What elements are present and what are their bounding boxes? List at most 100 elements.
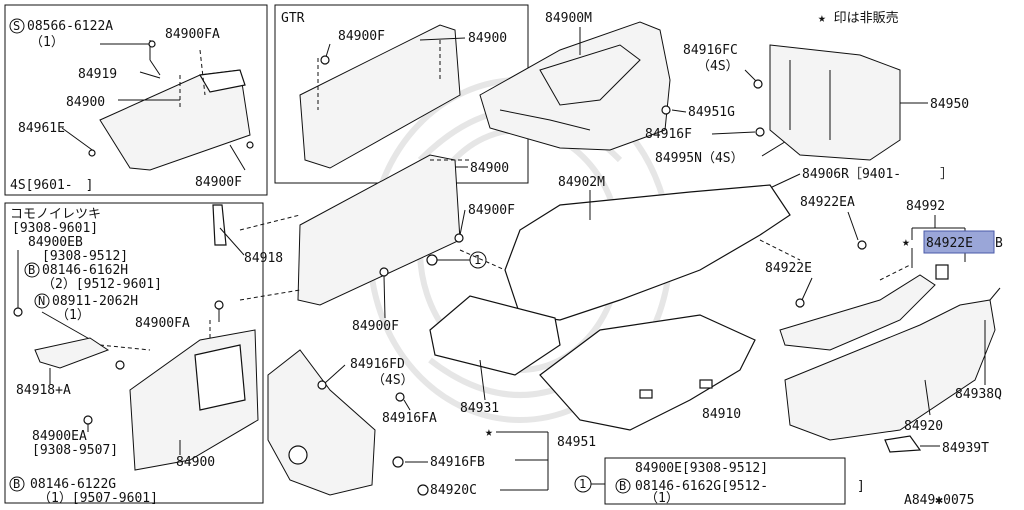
highlight-84922E — [923, 230, 995, 254]
mat-84910-panel — [539, 314, 756, 431]
legend-circled-b-icon — [615, 478, 631, 494]
inset-08146-6122G: 08146-6122G — [30, 477, 116, 492]
floor-panel — [479, 21, 671, 151]
right-trims: 84922EA 84992 ★ 84922E B 84922E 84938Q 8… — [765, 195, 1003, 456]
inset-circled-n-text: N — [38, 294, 45, 308]
circled-s-letter: S — [13, 19, 20, 33]
star-mark: ★ — [902, 235, 910, 250]
legend-line1: 84900E[9308-9512] — [635, 461, 768, 476]
legend-box: 1 84900E[9308-9512] B 08146-6162G[9512- … — [574, 457, 865, 506]
inset-range-9308-9507: [9308-9507] — [32, 443, 118, 458]
legend-line3: （1） — [645, 491, 679, 506]
leader-lines — [239, 239, 911, 301]
label-84922E-highlight: 84922E — [926, 236, 973, 251]
label-84950: 84950 — [930, 97, 969, 112]
side-trim-84950: 84950 — [769, 44, 969, 161]
label-84916FD: 84916FD — [350, 357, 405, 372]
inset-84900EB: 84900EB — [28, 235, 83, 250]
inset-circled-b-text: B — [28, 263, 35, 277]
inset-08911-2062H: 08911-2062H — [52, 294, 138, 309]
label-84920C: 84920C — [430, 483, 477, 498]
label-84916FA: 84916FA — [382, 411, 437, 426]
inset-circled-b-icon — [24, 262, 40, 278]
inset-84900EA: 84900EA — [32, 429, 87, 444]
label-84922EA: 84922EA — [800, 195, 855, 210]
inset-tray-84918 — [34, 337, 110, 369]
inset-08146-6162H: 08146-6162H — [42, 263, 128, 278]
inset-circled-b2-icon — [9, 476, 25, 492]
label-84919: 84919 — [78, 67, 117, 82]
circled-s-icon — [9, 18, 25, 34]
label-84900-center: 84900 — [470, 161, 509, 176]
inset-qty-1: （1） — [56, 308, 90, 323]
trunk-floor-84900M: 84900M — [479, 11, 671, 151]
label-84900M: 84900M — [545, 11, 592, 26]
label-84918: 84918 — [244, 251, 283, 266]
legend-line2-end: ] — [857, 479, 865, 494]
label-84906R: 84906R［9401- ］ — [802, 167, 953, 182]
label-B: B — [995, 236, 1003, 251]
label-84939T: 84939T — [942, 441, 989, 456]
circled-1-text: 1 — [474, 253, 481, 267]
label-84951G: 84951G — [688, 105, 735, 120]
gtr-label-84900F: 84900F — [338, 29, 385, 44]
label-4S-b: （4S） — [372, 373, 414, 388]
inset-title: コモノイレツキ — [10, 207, 101, 222]
clip-84916F — [755, 127, 765, 137]
mat-84910: 84910 — [539, 314, 756, 431]
label-84995N: 84995N（4S） — [655, 151, 744, 166]
label-84902M: 84902M — [558, 175, 605, 190]
figure-code: A849✱0075 — [904, 493, 974, 508]
part-84918 — [212, 204, 227, 246]
label-84900F-a: 84900F — [468, 203, 515, 218]
label-84900F-b: 84900F — [352, 319, 399, 334]
inset-84900FA: 84900FA — [135, 316, 190, 331]
part-84992 — [935, 264, 949, 280]
inset-qty-2: （2）[9512-9601] — [42, 277, 162, 292]
label-84900: 84900 — [66, 95, 105, 110]
inset-84918+A: 84918+A — [16, 383, 71, 398]
label-84938Q: 84938Q — [955, 387, 1002, 402]
legend-line2: 08146-6162G[9512- — [635, 479, 768, 494]
trunk-mat-84902M: 84902M — [504, 175, 791, 321]
panel-flange — [199, 69, 246, 93]
label-date-range: 4S[9601- ] — [10, 178, 93, 193]
inset-qty-1-range: （1）[9507-9601] — [38, 491, 158, 506]
label-84961E: 84961E — [18, 121, 65, 136]
label-84920: 84920 — [904, 419, 943, 434]
part-84939T — [884, 435, 922, 453]
note-unsold: ★ 印は非販売 — [818, 10, 899, 26]
star-84951: ★ — [485, 425, 493, 440]
mat-84931: 84931 — [429, 295, 561, 416]
center-trim-panel — [297, 154, 461, 306]
label-84900F: 84900F — [195, 175, 242, 190]
gtr-panel-part — [299, 24, 461, 169]
label-4S-a: （4S） — [697, 59, 739, 74]
label-84931: 84931 — [460, 401, 499, 416]
label-84916FC: 84916FC — [683, 43, 738, 58]
label-84916FB: 84916FB — [430, 455, 485, 470]
label-84916F: 84916F — [645, 127, 692, 142]
center-trim-84900: 84900 84900F 84918 1 84900F — [212, 154, 515, 334]
label-84910: 84910 — [702, 407, 741, 422]
mat-84931-panel — [429, 295, 561, 376]
label-08566-6122A: 08566-6122A — [27, 19, 113, 34]
mat-panel — [504, 184, 791, 321]
gtr-label-84900: 84900 — [468, 31, 507, 46]
label-84951: 84951 — [557, 435, 596, 450]
inset-circled-n-icon — [34, 293, 50, 309]
clip-84916FC — [753, 79, 763, 89]
inset-top-left: S 08566-6122A （1） 84900FA 84919 84900 84… — [4, 4, 268, 196]
inset-title-range: [9308-9601] — [12, 221, 98, 236]
inset-circled-b2-text: B — [13, 477, 20, 491]
inset-84900-bottom: 84900 — [176, 455, 215, 470]
trim-panel — [769, 44, 901, 161]
label-84900FA: 84900FA — [165, 27, 220, 42]
label-84992: 84992 — [906, 199, 945, 214]
legend-circled-b-text: B — [619, 479, 626, 493]
label-qty-1: （1） — [30, 35, 64, 50]
sill-trim-84922E — [779, 274, 936, 351]
label-84922E: 84922E — [765, 261, 812, 276]
